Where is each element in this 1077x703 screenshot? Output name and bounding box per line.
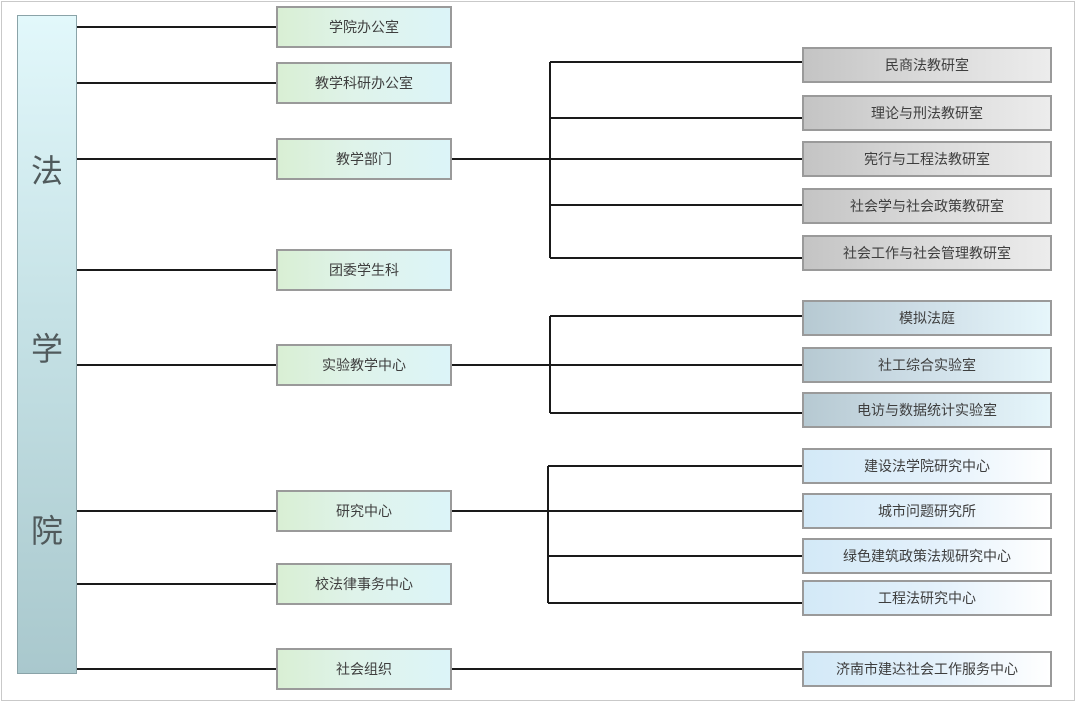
root-node-law-school[interactable]: 法 学 院	[17, 15, 77, 674]
node-social-organizations[interactable]: 社会组织	[276, 648, 452, 690]
node-jinan-jianda-social-work-center[interactable]: 济南市建达社会工作服务中心	[802, 651, 1052, 687]
node-college-office[interactable]: 学院办公室	[276, 6, 452, 48]
node-teaching-research-office[interactable]: 教学科研办公室	[276, 62, 452, 104]
root-char: 法	[30, 152, 63, 190]
node-engineering-law-research-center[interactable]: 工程法研究中心	[802, 580, 1052, 616]
node-university-legal-affairs-center[interactable]: 校法律事务中心	[276, 563, 452, 605]
node-green-building-policy-center[interactable]: 绿色建筑政策法规研究中心	[802, 538, 1052, 574]
node-social-work-management-dept[interactable]: 社会工作与社会管理教研室	[802, 235, 1052, 271]
node-sociology-social-policy-dept[interactable]: 社会学与社会政策教研室	[802, 188, 1052, 224]
node-survey-statistics-lab[interactable]: 电访与数据统计实验室	[802, 392, 1052, 428]
node-youth-league-student-section[interactable]: 团委学生科	[276, 249, 452, 291]
node-construction-law-research-center[interactable]: 建设法学院研究中心	[802, 448, 1052, 484]
node-teaching-departments[interactable]: 教学部门	[276, 138, 452, 180]
node-constitutional-engineering-law-dept[interactable]: 宪行与工程法教研室	[802, 141, 1052, 177]
node-research-centers[interactable]: 研究中心	[276, 490, 452, 532]
root-char: 学	[30, 330, 63, 368]
node-civil-commercial-law-dept[interactable]: 民商法教研室	[802, 47, 1052, 83]
node-moot-court[interactable]: 模拟法庭	[802, 300, 1052, 336]
root-char: 院	[30, 512, 63, 550]
node-experimental-teaching-center[interactable]: 实验教学中心	[276, 344, 452, 386]
node-urban-issues-institute[interactable]: 城市问题研究所	[802, 493, 1052, 529]
node-social-work-lab[interactable]: 社工综合实验室	[802, 347, 1052, 383]
node-theory-criminal-law-dept[interactable]: 理论与刑法教研室	[802, 95, 1052, 131]
